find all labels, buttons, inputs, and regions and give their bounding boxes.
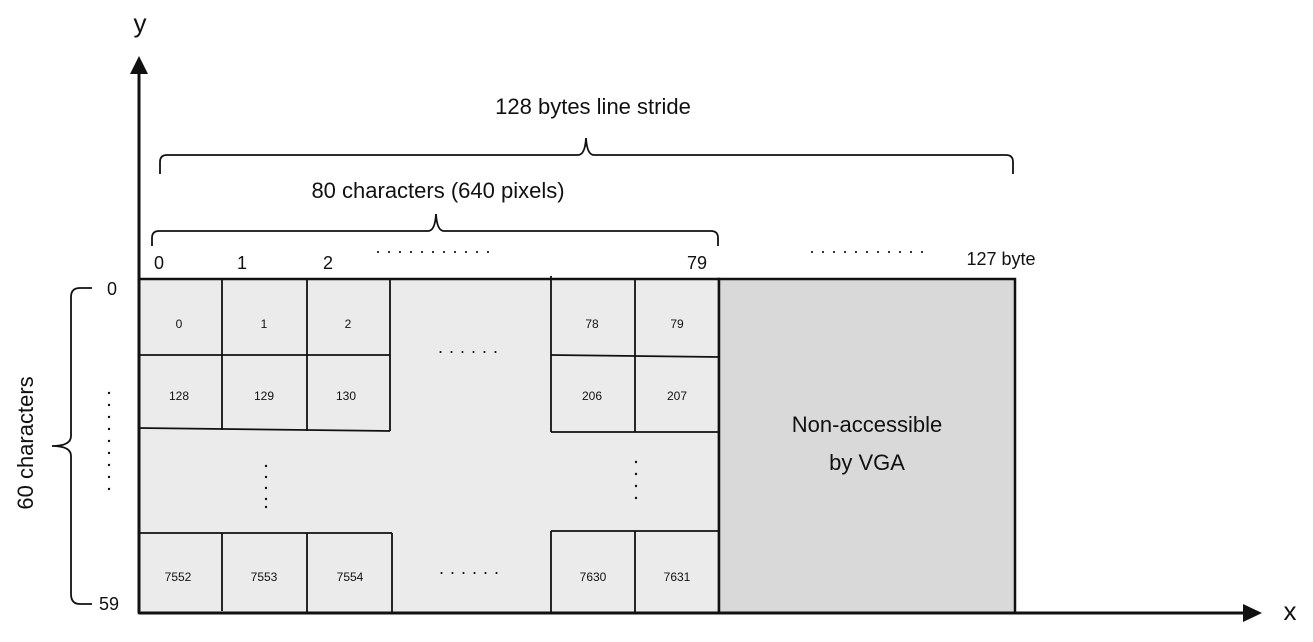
cell-0: 0 xyxy=(176,317,183,331)
cell-1: 1 xyxy=(261,317,268,331)
accessible-region xyxy=(137,277,721,615)
row-ellipsis-dots xyxy=(107,391,111,491)
top-right-cells-grid xyxy=(550,276,720,433)
cell-129: 129 xyxy=(254,389,274,403)
chars-label: 80 characters (640 pixels) xyxy=(311,178,564,203)
stride-label: 128 bytes line stride xyxy=(495,94,691,119)
cell-206: 206 xyxy=(582,389,602,403)
vertical-ellipsis-left xyxy=(264,464,268,509)
cell-130: 130 xyxy=(336,389,356,403)
vertical-ellipsis-right xyxy=(634,460,638,500)
cell-207: 207 xyxy=(667,389,687,403)
cell-2: 2 xyxy=(345,317,352,331)
col-tick-127: 127 byte xyxy=(966,249,1035,269)
row-tick-59: 59 xyxy=(99,594,119,614)
col-tick-ellipsis: · · · · · · · · · · · xyxy=(375,241,491,261)
cell-7631: 7631 xyxy=(664,570,691,584)
rows-label: 60 characters xyxy=(13,376,38,509)
col-tick-ellipsis-right: · · · · · · · · · · · xyxy=(809,241,925,261)
col-tick-0: 0 xyxy=(154,253,164,273)
y-axis-label: y xyxy=(134,8,147,38)
stride-brace xyxy=(159,137,1014,174)
cell-79: 79 xyxy=(670,317,684,331)
bottom-right-cells-grid xyxy=(550,530,719,612)
bottom-left-cells-grid xyxy=(139,532,393,612)
x-axis-arrow-icon xyxy=(1243,604,1262,622)
non-accessible-line1: Non-accessible xyxy=(792,412,942,437)
non-accessible-line2: by VGA xyxy=(829,450,905,475)
mid-ellipsis-bottom: · · · · · · xyxy=(439,562,500,582)
non-accessible-region xyxy=(717,277,1017,615)
cell-7630: 7630 xyxy=(580,570,607,584)
y-axis-arrow-icon xyxy=(130,56,148,74)
mid-ellipsis-top: · · · · · · xyxy=(438,341,499,361)
cell-7552: 7552 xyxy=(165,570,192,584)
rows-brace xyxy=(51,287,92,605)
col-tick-1: 1 xyxy=(237,253,247,273)
col-tick-2: 2 xyxy=(323,253,333,273)
chars-brace xyxy=(151,213,719,246)
cell-7553: 7553 xyxy=(251,570,278,584)
cell-7554: 7554 xyxy=(337,570,364,584)
cell-128: 128 xyxy=(169,389,189,403)
top-left-cells-grid xyxy=(138,279,391,432)
col-tick-79: 79 xyxy=(687,253,707,273)
x-axis-label: x xyxy=(1284,596,1297,626)
cell-78: 78 xyxy=(585,317,599,331)
row-tick-0: 0 xyxy=(107,279,117,299)
